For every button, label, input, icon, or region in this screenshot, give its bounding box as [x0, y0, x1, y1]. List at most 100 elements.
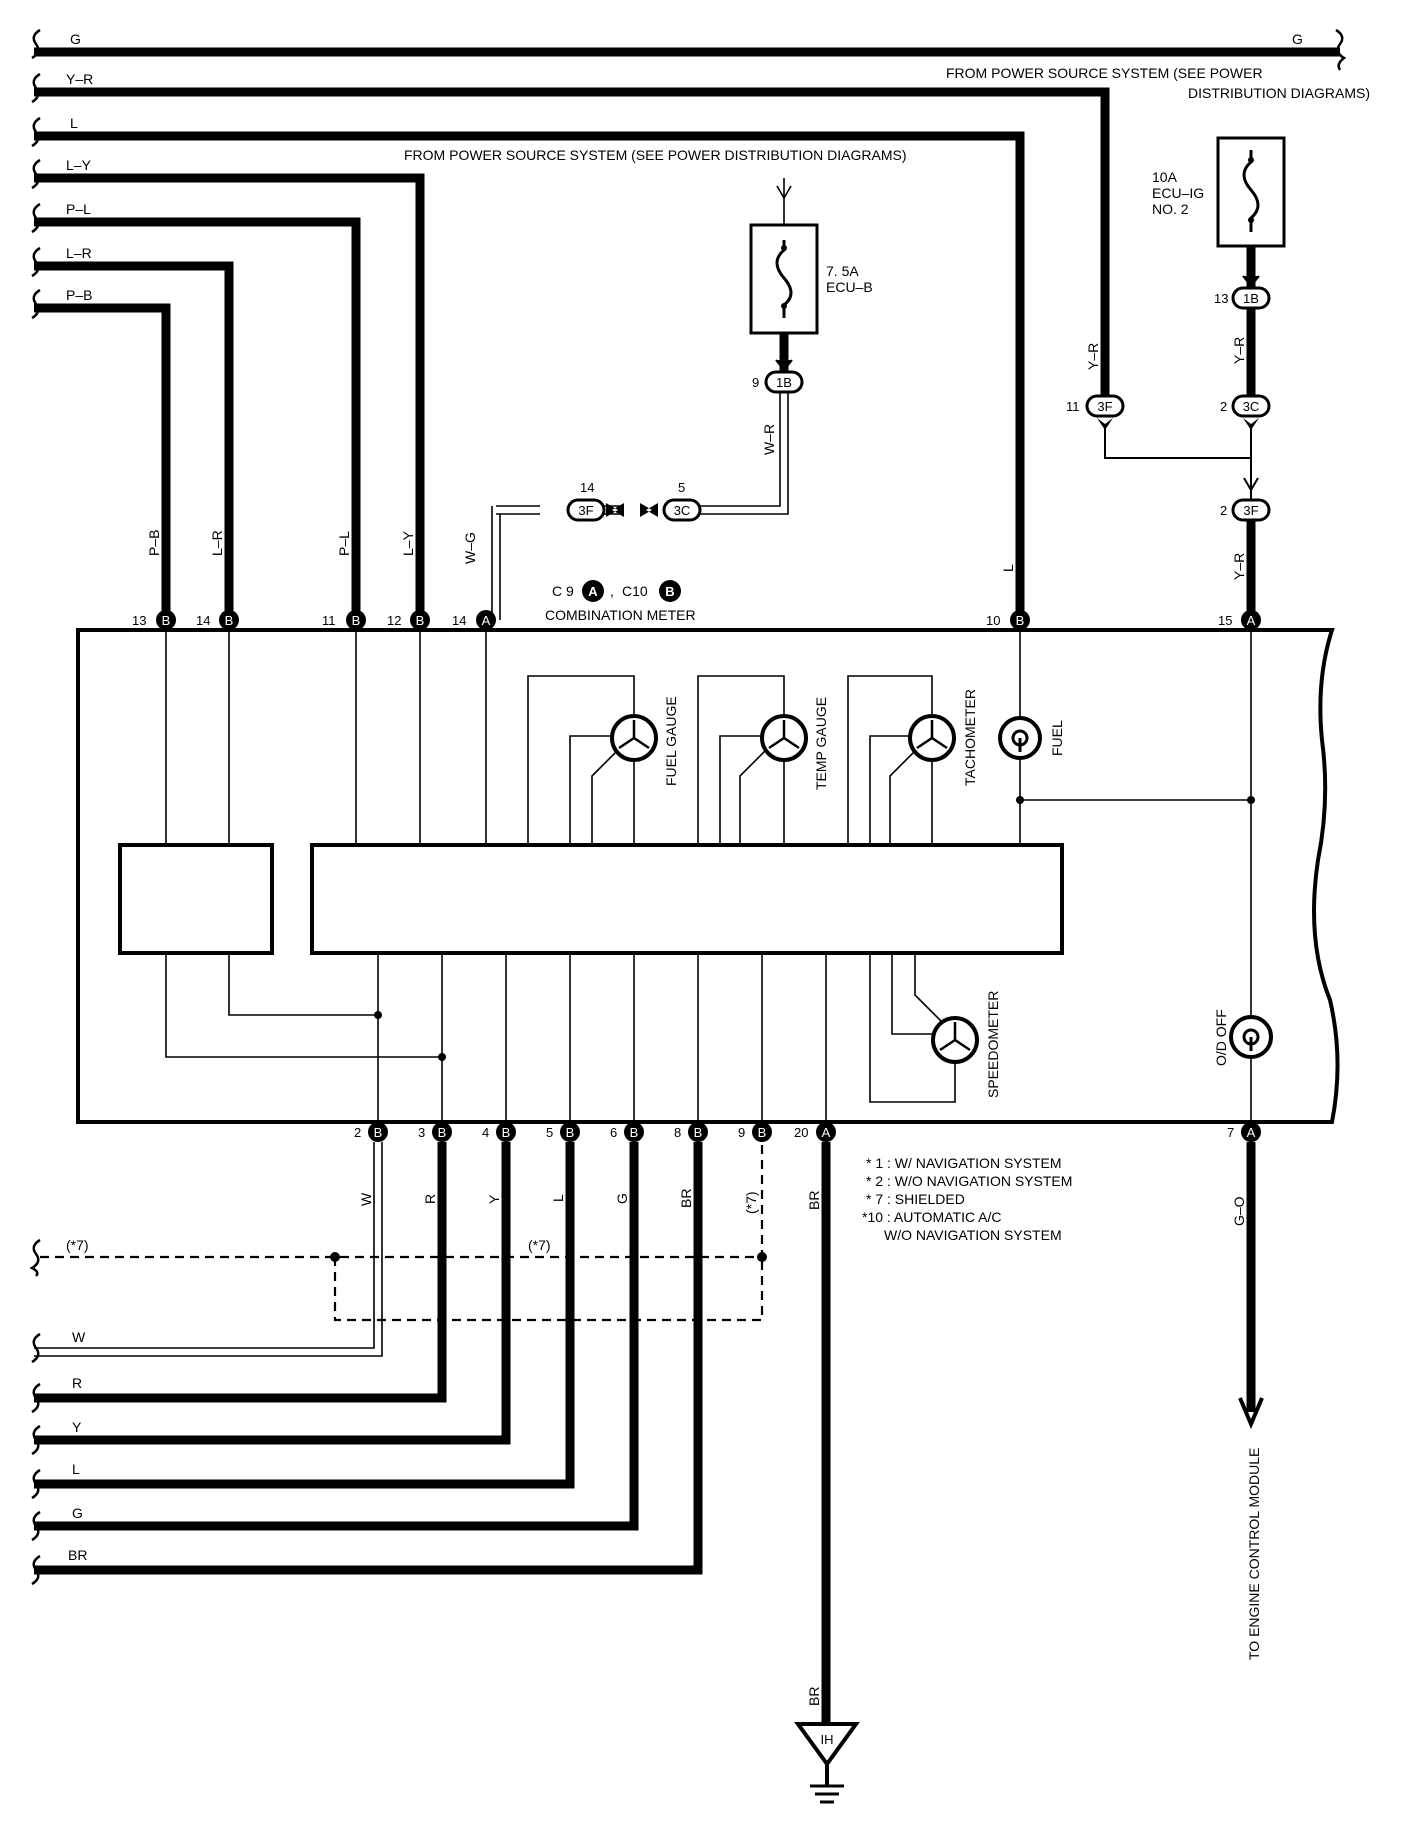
temp-gauge-icon [760, 714, 808, 762]
fuel-gauge-label: FUEL GAUGE [663, 696, 679, 786]
label-w-r: W–R [761, 424, 777, 455]
wire-w-b [34, 1142, 383, 1357]
svg-text:B: B [416, 613, 425, 628]
svg-text:B: B [438, 1125, 447, 1140]
meter-main-block [310, 843, 1064, 955]
shield-lines: (*7) (*7) [29, 1142, 767, 1322]
c10-label: C10 [622, 583, 648, 599]
svg-text:7: 7 [1227, 1125, 1234, 1140]
label-y-r-ig: Y–R [1231, 337, 1247, 364]
connector-1b-pin9: 1B 9 [752, 370, 804, 394]
wire-w-r-b [690, 392, 789, 515]
wire-w-g-run [496, 505, 540, 515]
label-p-b: P–B [146, 530, 162, 556]
bottom-pin-9b: B9 [738, 1122, 772, 1142]
label-l-r: L–R [209, 530, 225, 556]
fuel-lamp-label: FUEL [1049, 720, 1065, 756]
label-y: Y [486, 1194, 502, 1204]
svg-text:8: 8 [674, 1125, 681, 1140]
note-2: * 2 : W/O NAVIGATION SYSTEM [866, 1173, 1072, 1189]
fuse-ecu-ig-element [1242, 150, 1260, 232]
label-r: R [422, 1194, 438, 1204]
od-off-lamp-icon [1229, 1015, 1273, 1059]
svg-text:B: B [758, 1125, 767, 1140]
label-top-l-y: L–Y [66, 157, 92, 173]
label-g-o: G–O [1231, 1196, 1247, 1226]
shield-label-mid: (*7) [528, 1237, 551, 1253]
ecu-ig-fuse-circuit: 10A ECU–IG NO. 2 [1104, 136, 1286, 620]
label-w: W [358, 1192, 374, 1206]
label-top-l-r: L–R [66, 245, 92, 261]
svg-text:15: 15 [1218, 613, 1232, 628]
wire-p-b [34, 303, 171, 620]
label-y-r-meter: Y–R [1231, 553, 1247, 580]
wire-l-y [34, 173, 425, 620]
shield-label-left: (*7) [66, 1237, 89, 1253]
connector-3c-pin5: 3C 5 [640, 480, 702, 522]
top-pin-12b: B 12 [387, 610, 430, 630]
svg-text:3F: 3F [1243, 503, 1258, 518]
svg-text:B: B [374, 1125, 383, 1140]
label-l-meter: L [1000, 564, 1016, 572]
label-l-bottom: L [550, 1194, 566, 1202]
fuse-ecu-b-element [775, 240, 793, 318]
label-bottom-w: W [72, 1329, 86, 1345]
svg-text:2: 2 [1220, 399, 1227, 414]
od-off-label: O/D OFF [1213, 1009, 1229, 1066]
svg-text:,: , [610, 583, 614, 599]
wire-p-l [34, 217, 361, 620]
wire-l [34, 131, 1025, 620]
label-bottom-br: BR [68, 1547, 87, 1563]
label-br: BR [678, 1189, 694, 1208]
connector-3f-pin2: 3F 2 [1220, 498, 1271, 522]
label-l-y: L–Y [400, 530, 416, 556]
top-pin-14b: B14 [196, 610, 239, 630]
svg-text:14: 14 [580, 480, 594, 495]
top-harness-break-symbol [31, 28, 41, 320]
meter-internal-wiring [118, 630, 1255, 1122]
meter-top-pins: B13 B14 B11 B12 A14 B10 A15 [132, 610, 1261, 630]
label-g-bottom: G [614, 1193, 630, 1204]
svg-text:A: A [1247, 613, 1256, 628]
label-br-ground-lower: BR [806, 1687, 822, 1706]
label-bottom-l: L [72, 1461, 80, 1477]
svg-text:2: 2 [354, 1125, 361, 1140]
svg-text:A: A [822, 1125, 831, 1140]
svg-text:6: 6 [610, 1125, 617, 1140]
meter-name: COMBINATION METER [545, 607, 696, 623]
ecu-b-fuse-circuit: 7. 5A ECU–B [491, 178, 873, 620]
label-w-g: W–G [462, 532, 478, 564]
tachometer-icon [908, 714, 956, 762]
power-note-right-2: DISTRIBUTION DIAGRAMS) [1188, 85, 1370, 101]
svg-text:9: 9 [738, 1125, 745, 1140]
meter-connector-legend: C 9 A , C10 B COMBINATION METER [545, 580, 696, 623]
fuse-ecu-ig-amp: 10A [1152, 169, 1178, 185]
power-note-right-1: FROM POWER SOURCE SYSTEM (SEE POWER [946, 65, 1263, 81]
wire-y-r [34, 87, 1110, 405]
top-pin-14a: A14 [452, 610, 496, 630]
top-pin-10b: B10 [986, 610, 1030, 630]
label-top-p-b: P–B [66, 287, 92, 303]
svg-text:1B: 1B [1243, 291, 1259, 306]
wire-br [34, 1142, 703, 1575]
connector-3f-pin14: 3F 14 [566, 480, 624, 522]
svg-text:B: B [225, 613, 234, 628]
connector-3c-pin2: 3C 2 [1220, 394, 1271, 430]
right-harness-break-symbol [1335, 28, 1347, 71]
connector-3f-pin11: 3F 11 [1066, 394, 1125, 430]
svg-text:B: B [694, 1125, 703, 1140]
power-note-left: FROM POWER SOURCE SYSTEM (SEE POWER DIST… [404, 147, 906, 163]
fuel-gauge-icon [610, 714, 658, 762]
tachometer-label: TACHOMETER [962, 689, 978, 786]
label-shield-7: (*7) [743, 1191, 759, 1214]
bottom-pin-3b: B3 [418, 1122, 452, 1142]
bottom-pin-5b: B5 [546, 1122, 580, 1142]
label-br-ground: BR [806, 1191, 822, 1210]
fuse-ecu-ig-name: ECU–IG [1152, 185, 1204, 201]
svg-text:12: 12 [387, 613, 401, 628]
top-pin-15a: A 15 [1218, 610, 1261, 630]
top-wire-bus [34, 47, 1340, 620]
note-7: * 7 : SHIELDED [866, 1191, 965, 1207]
bottom-pin-6b: B6 [610, 1122, 644, 1142]
